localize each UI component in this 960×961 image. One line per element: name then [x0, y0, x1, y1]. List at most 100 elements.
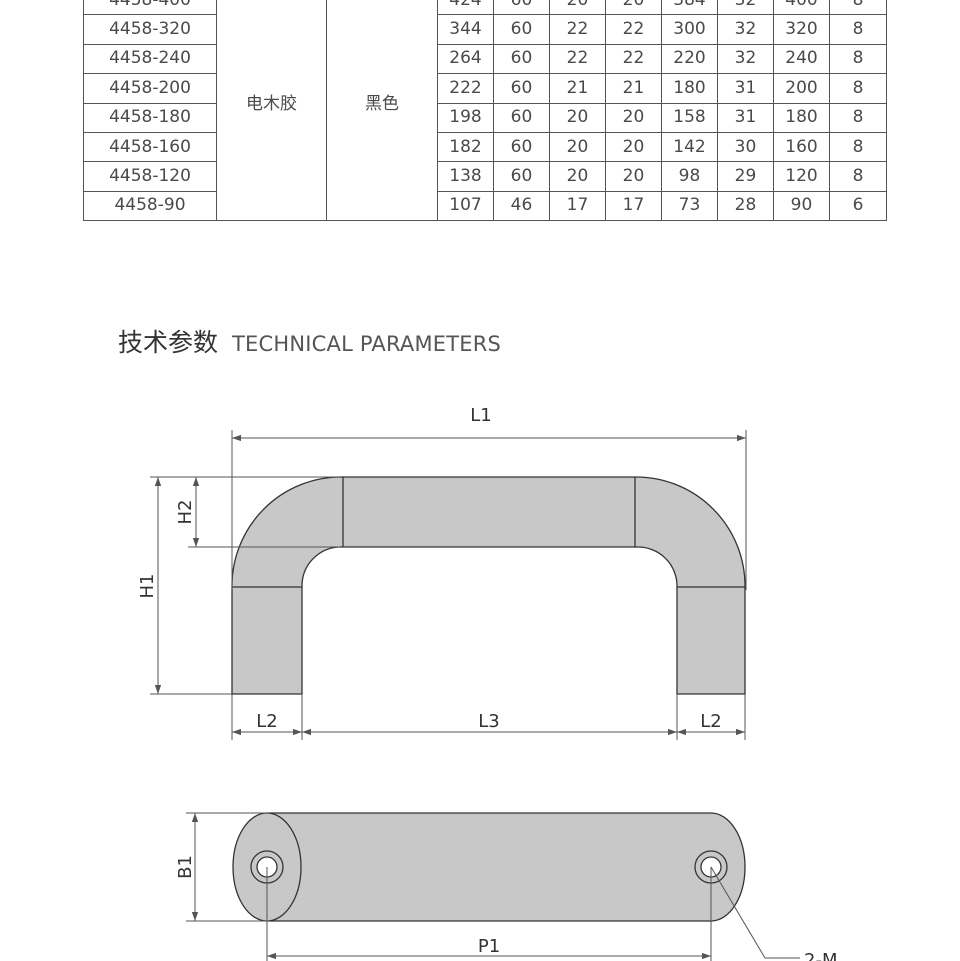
value-cell: 17: [549, 190, 606, 222]
value-cell: 8: [829, 14, 887, 45]
table-row: 4458-400电木胶黑色424602020384324008: [83, 0, 887, 222]
value-cell: 20: [605, 131, 662, 163]
value-cell: 22: [549, 14, 606, 45]
value-cell: 384: [661, 0, 718, 16]
value-cell: 60: [493, 0, 550, 16]
section-title: 技术参数 TECHNICAL PARAMETERS: [118, 323, 501, 359]
handle-top-body: [266, 812, 746, 922]
model-cell: 4458-90: [83, 190, 217, 222]
value-cell: 120: [773, 161, 830, 192]
spec-table-body: 4458-400电木胶黑色4246020203843240084458-3203…: [83, 0, 887, 222]
model-cell: 4458-180: [83, 102, 217, 133]
section-title-en: TECHNICAL PARAMETERS: [232, 332, 502, 356]
value-cell: 8: [829, 0, 887, 16]
label-M: 2-M: [804, 950, 837, 961]
value-cell: 220: [661, 43, 718, 75]
value-cell: 344: [437, 14, 494, 45]
model-cell: 4458-400: [83, 0, 217, 16]
value-cell: 200: [773, 73, 830, 104]
value-cell: 20: [549, 0, 606, 16]
label-P1: P1: [478, 936, 500, 957]
value-cell: 60: [493, 14, 550, 45]
label-H1: H1: [137, 574, 158, 599]
value-cell: 22: [605, 43, 662, 75]
label-L2-left: L2: [256, 711, 277, 732]
model-cell: 4458-160: [83, 131, 217, 163]
value-cell: 424: [437, 0, 494, 16]
value-cell: 20: [605, 102, 662, 133]
label-L2-right: L2: [700, 711, 721, 732]
value-cell: 73: [661, 190, 718, 222]
model-cell: 4458-200: [83, 73, 217, 104]
material-cell: 电木胶: [216, 0, 327, 222]
value-cell: 240: [773, 43, 830, 75]
value-cell: 32: [717, 43, 774, 75]
value-cell: 8: [829, 73, 887, 104]
label-H2: H2: [175, 500, 196, 525]
value-cell: 20: [605, 161, 662, 192]
value-cell: 20: [549, 161, 606, 192]
spec-table: 4458-400电木胶黑色4246020203843240084458-3203…: [83, 0, 887, 222]
leader-line-M: [710, 866, 800, 959]
value-cell: 180: [661, 73, 718, 104]
value-cell: 32: [717, 0, 774, 16]
value-cell: 17: [605, 190, 662, 222]
value-cell: 142: [661, 131, 718, 163]
value-cell: 32: [717, 14, 774, 45]
value-cell: 31: [717, 73, 774, 104]
value-cell: 60: [493, 131, 550, 163]
value-cell: 222: [437, 73, 494, 104]
value-cell: 60: [493, 43, 550, 75]
value-cell: 300: [661, 14, 718, 45]
value-cell: 8: [829, 161, 887, 192]
value-cell: 60: [493, 73, 550, 104]
value-cell: 60: [493, 102, 550, 133]
model-cell: 4458-320: [83, 14, 217, 45]
value-cell: 46: [493, 190, 550, 222]
value-cell: 8: [829, 131, 887, 163]
value-cell: 107: [437, 190, 494, 222]
value-cell: 60: [493, 161, 550, 192]
value-cell: 264: [437, 43, 494, 75]
handle-drawing: L1 H1 H2 L2 L3 L2 B1 P1 2-M: [137, 405, 837, 961]
handle-body: [231, 476, 746, 695]
value-cell: 182: [437, 131, 494, 163]
value-cell: 98: [661, 161, 718, 192]
color-cell: 黑色: [326, 0, 438, 222]
value-cell: 160: [773, 131, 830, 163]
top-view-dimensions: [186, 812, 800, 961]
model-cell: 4458-120: [83, 161, 217, 192]
value-cell: 30: [717, 131, 774, 163]
value-cell: 22: [549, 43, 606, 75]
label-L3: L3: [478, 711, 499, 732]
value-cell: 28: [717, 190, 774, 222]
value-cell: 138: [437, 161, 494, 192]
value-cell: 8: [829, 43, 887, 75]
value-cell: 6: [829, 190, 887, 222]
value-cell: 21: [549, 73, 606, 104]
value-cell: 20: [549, 102, 606, 133]
value-cell: 20: [605, 0, 662, 16]
label-B1: B1: [175, 855, 196, 879]
value-cell: 198: [437, 102, 494, 133]
value-cell: 20: [549, 131, 606, 163]
model-cell: 4458-240: [83, 43, 217, 75]
section-title-cn: 技术参数: [118, 328, 219, 357]
handle-top-view: [232, 812, 746, 922]
value-cell: 158: [661, 102, 718, 133]
handle-front-view: [231, 476, 746, 695]
value-cell: 90: [773, 190, 830, 222]
value-cell: 400: [773, 0, 830, 16]
value-cell: 31: [717, 102, 774, 133]
value-cell: 22: [605, 14, 662, 45]
value-cell: 21: [605, 73, 662, 104]
value-cell: 180: [773, 102, 830, 133]
value-cell: 320: [773, 14, 830, 45]
value-cell: 29: [717, 161, 774, 192]
